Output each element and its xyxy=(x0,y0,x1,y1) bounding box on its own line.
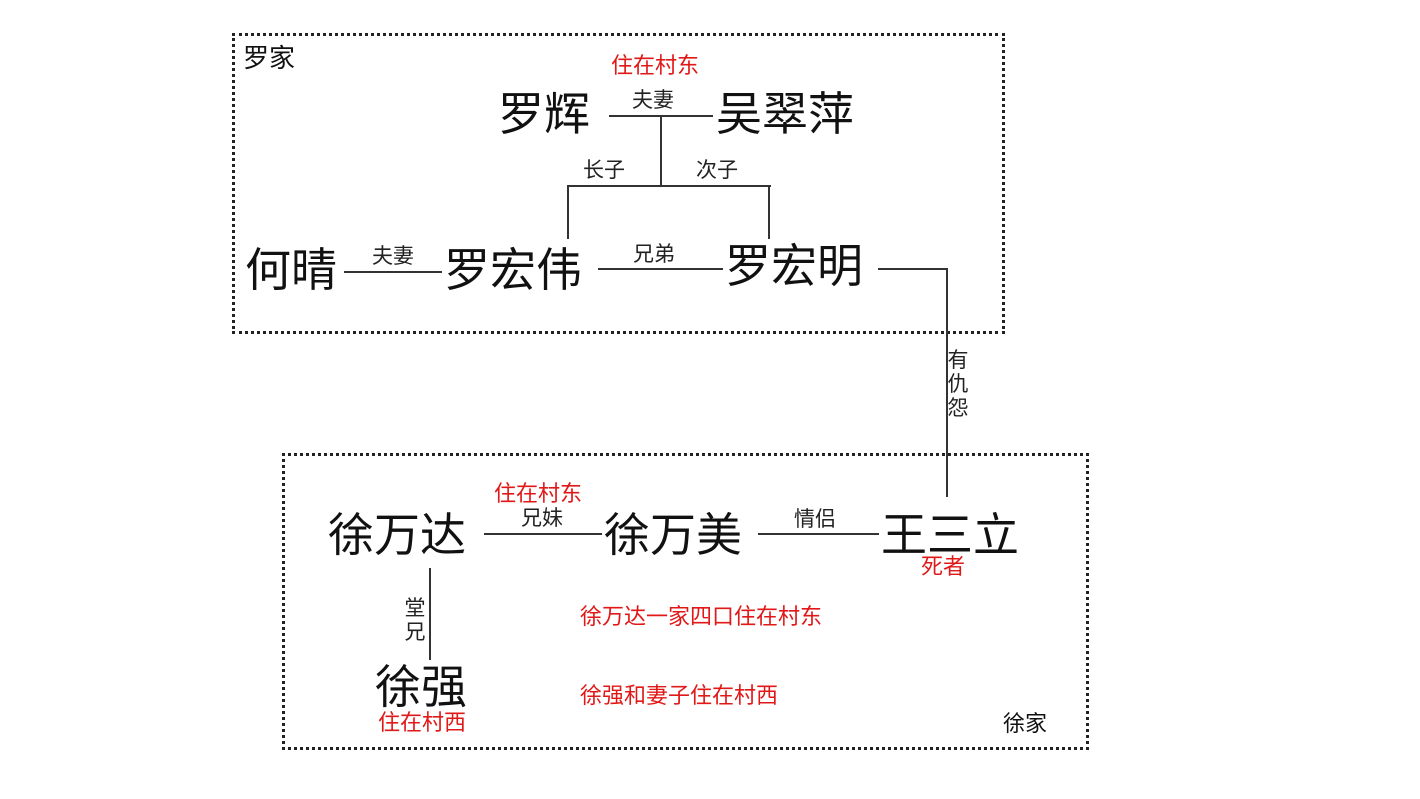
feud-line-horizontal xyxy=(878,268,948,270)
xu-family-box xyxy=(282,453,1089,750)
relation-label-spouse-2: 夫妻 xyxy=(372,244,414,268)
luo-family-label: 罗家 xyxy=(243,44,296,74)
children-bracket xyxy=(567,185,771,187)
relation-label-second-son: 次子 xyxy=(696,158,738,182)
relation-label-siblings: 兄妹 xyxy=(521,506,563,530)
relation-label-cousin: 堂兄 xyxy=(404,596,426,644)
relation-label-lovers: 情侣 xyxy=(794,507,836,531)
xu-qiang-family-note: 徐强和妻子住在村西 xyxy=(580,684,779,709)
xu-qiang-residence-note: 住在村西 xyxy=(378,711,467,736)
relation-label-eldest-son: 长子 xyxy=(583,158,625,182)
lovers-line xyxy=(758,533,879,535)
person-wu-cuiping: 吴翠萍 xyxy=(716,87,854,141)
descent-line xyxy=(660,116,662,186)
person-xu-wanda: 徐万达 xyxy=(328,508,466,562)
eldest-son-drop xyxy=(567,185,569,239)
relation-label-brothers: 兄弟 xyxy=(633,242,675,266)
person-he-qing: 何晴 xyxy=(245,243,337,297)
brothers-line xyxy=(598,268,723,270)
feud-line-vertical xyxy=(946,268,948,497)
person-wang-sanli: 王三立 xyxy=(881,508,1019,562)
xu-family-label: 徐家 xyxy=(1003,712,1048,737)
xu-wanda-residence-note: 住在村东 xyxy=(494,482,583,507)
deceased-note: 死者 xyxy=(921,555,966,580)
second-son-drop xyxy=(768,185,770,239)
feud-label: 有仇怨 xyxy=(947,348,969,420)
spouse-line-he-hongwei xyxy=(344,271,442,273)
xu-wanda-family-note: 徐万达一家四口住在村东 xyxy=(580,605,823,630)
person-xu-wanmei: 徐万美 xyxy=(604,508,742,562)
luo-family-box xyxy=(232,33,1005,334)
person-luo-hongming: 罗宏明 xyxy=(725,239,863,293)
person-luo-hui: 罗辉 xyxy=(498,87,590,141)
relation-label-spouse: 夫妻 xyxy=(632,88,674,112)
siblings-line xyxy=(484,533,602,535)
person-xu-qiang: 徐强 xyxy=(375,660,467,714)
luo-hui-residence-note: 住在村东 xyxy=(611,54,700,79)
person-luo-hongwei: 罗宏伟 xyxy=(444,243,582,297)
cousin-line xyxy=(429,568,431,660)
